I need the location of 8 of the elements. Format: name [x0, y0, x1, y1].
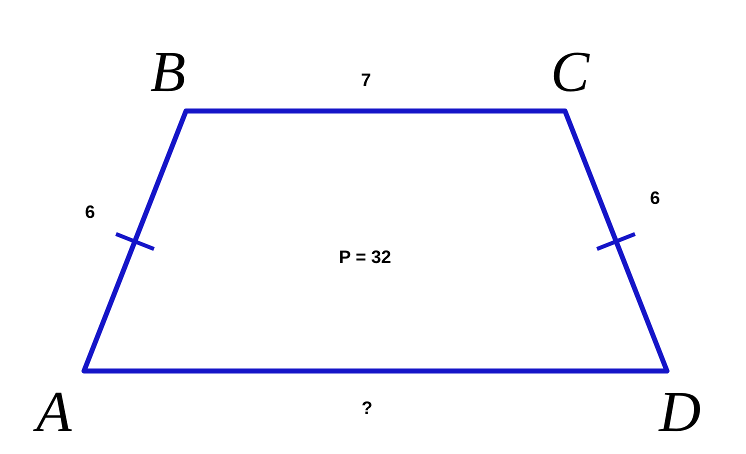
- side-length-label: 6: [650, 189, 660, 207]
- perimeter-label: P = 32: [338, 248, 392, 266]
- side-length-label: 6: [85, 203, 95, 221]
- vertex-label: D: [659, 383, 701, 441]
- vertex-label: C: [550, 43, 590, 101]
- side-length-label: 7: [361, 71, 371, 89]
- vertex-label: B: [150, 43, 186, 101]
- unknown-side-label: ?: [362, 399, 372, 417]
